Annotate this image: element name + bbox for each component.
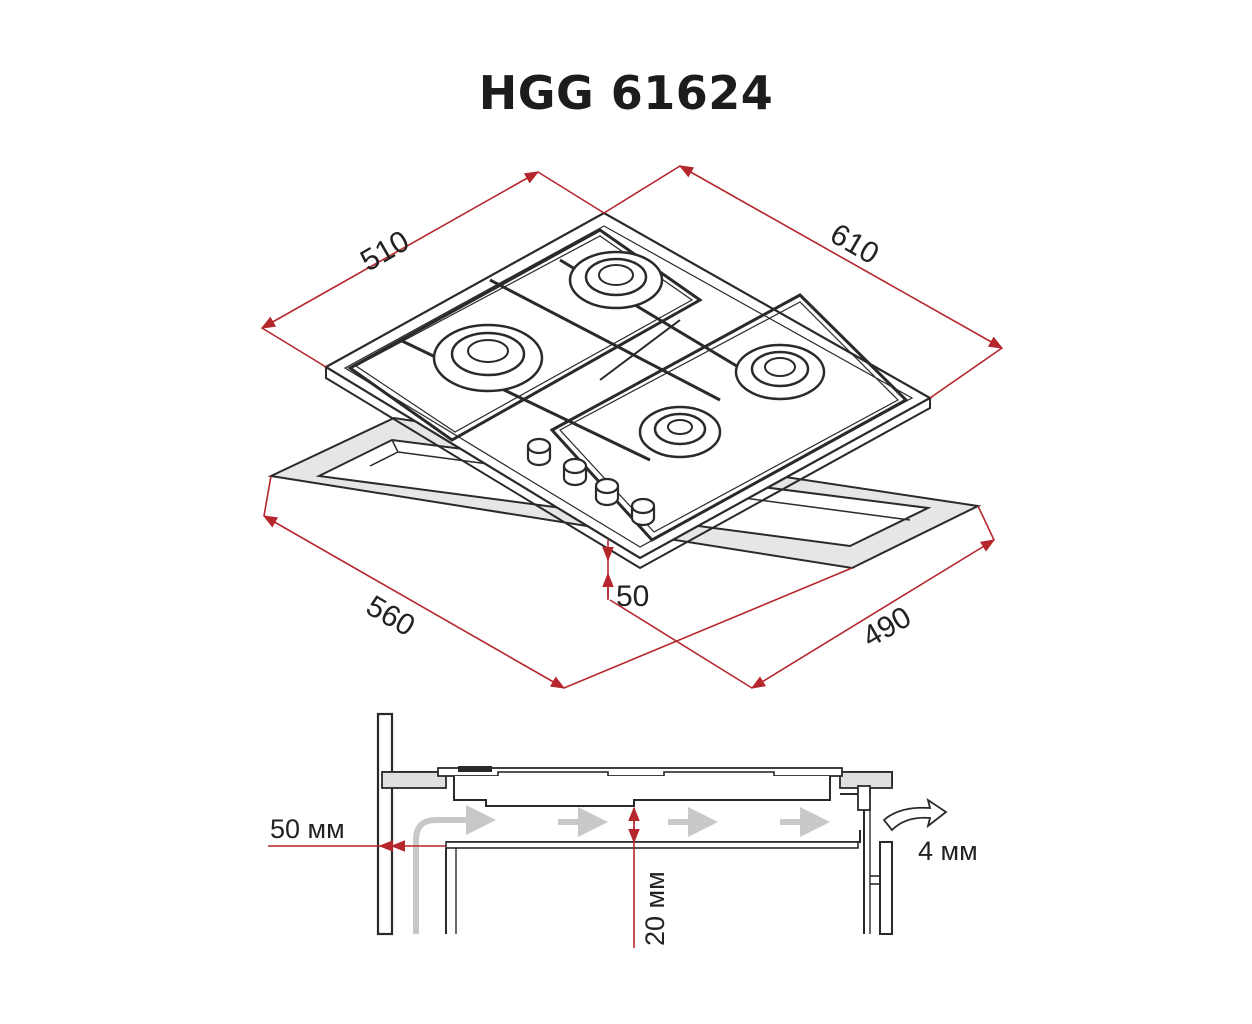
airflow-arrow	[413, 805, 496, 934]
burner-rear-right	[734, 343, 826, 401]
back-wall	[376, 712, 394, 936]
countertop	[381, 771, 447, 789]
wall-gap-label: 50 мм	[270, 814, 345, 844]
shelf	[446, 830, 861, 843]
knob-2-icon	[562, 457, 588, 487]
margin-label: 50	[616, 580, 649, 613]
control-knobs	[526, 437, 656, 527]
knob-3-icon	[594, 477, 620, 507]
burner-rear-left	[568, 250, 664, 310]
section-view	[376, 712, 948, 936]
cutout-depth-label: 490	[857, 600, 917, 654]
knob-1-icon	[526, 437, 552, 467]
width-label: 610	[825, 217, 885, 271]
exhaust-arrow-icon	[882, 797, 948, 832]
hob-body	[453, 776, 831, 807]
burner-front-left	[432, 323, 544, 393]
vent-gap-label: 20 мм	[640, 871, 670, 946]
knob-4-icon	[630, 497, 656, 527]
cutout-width-label: 560	[361, 589, 421, 643]
dimension-lines	[260, 165, 1004, 689]
section-dimensions	[268, 806, 640, 948]
rear-gap-label: 4 мм	[918, 836, 978, 866]
model-title: HGG 61624	[478, 66, 774, 120]
burner-front-right	[638, 405, 722, 459]
